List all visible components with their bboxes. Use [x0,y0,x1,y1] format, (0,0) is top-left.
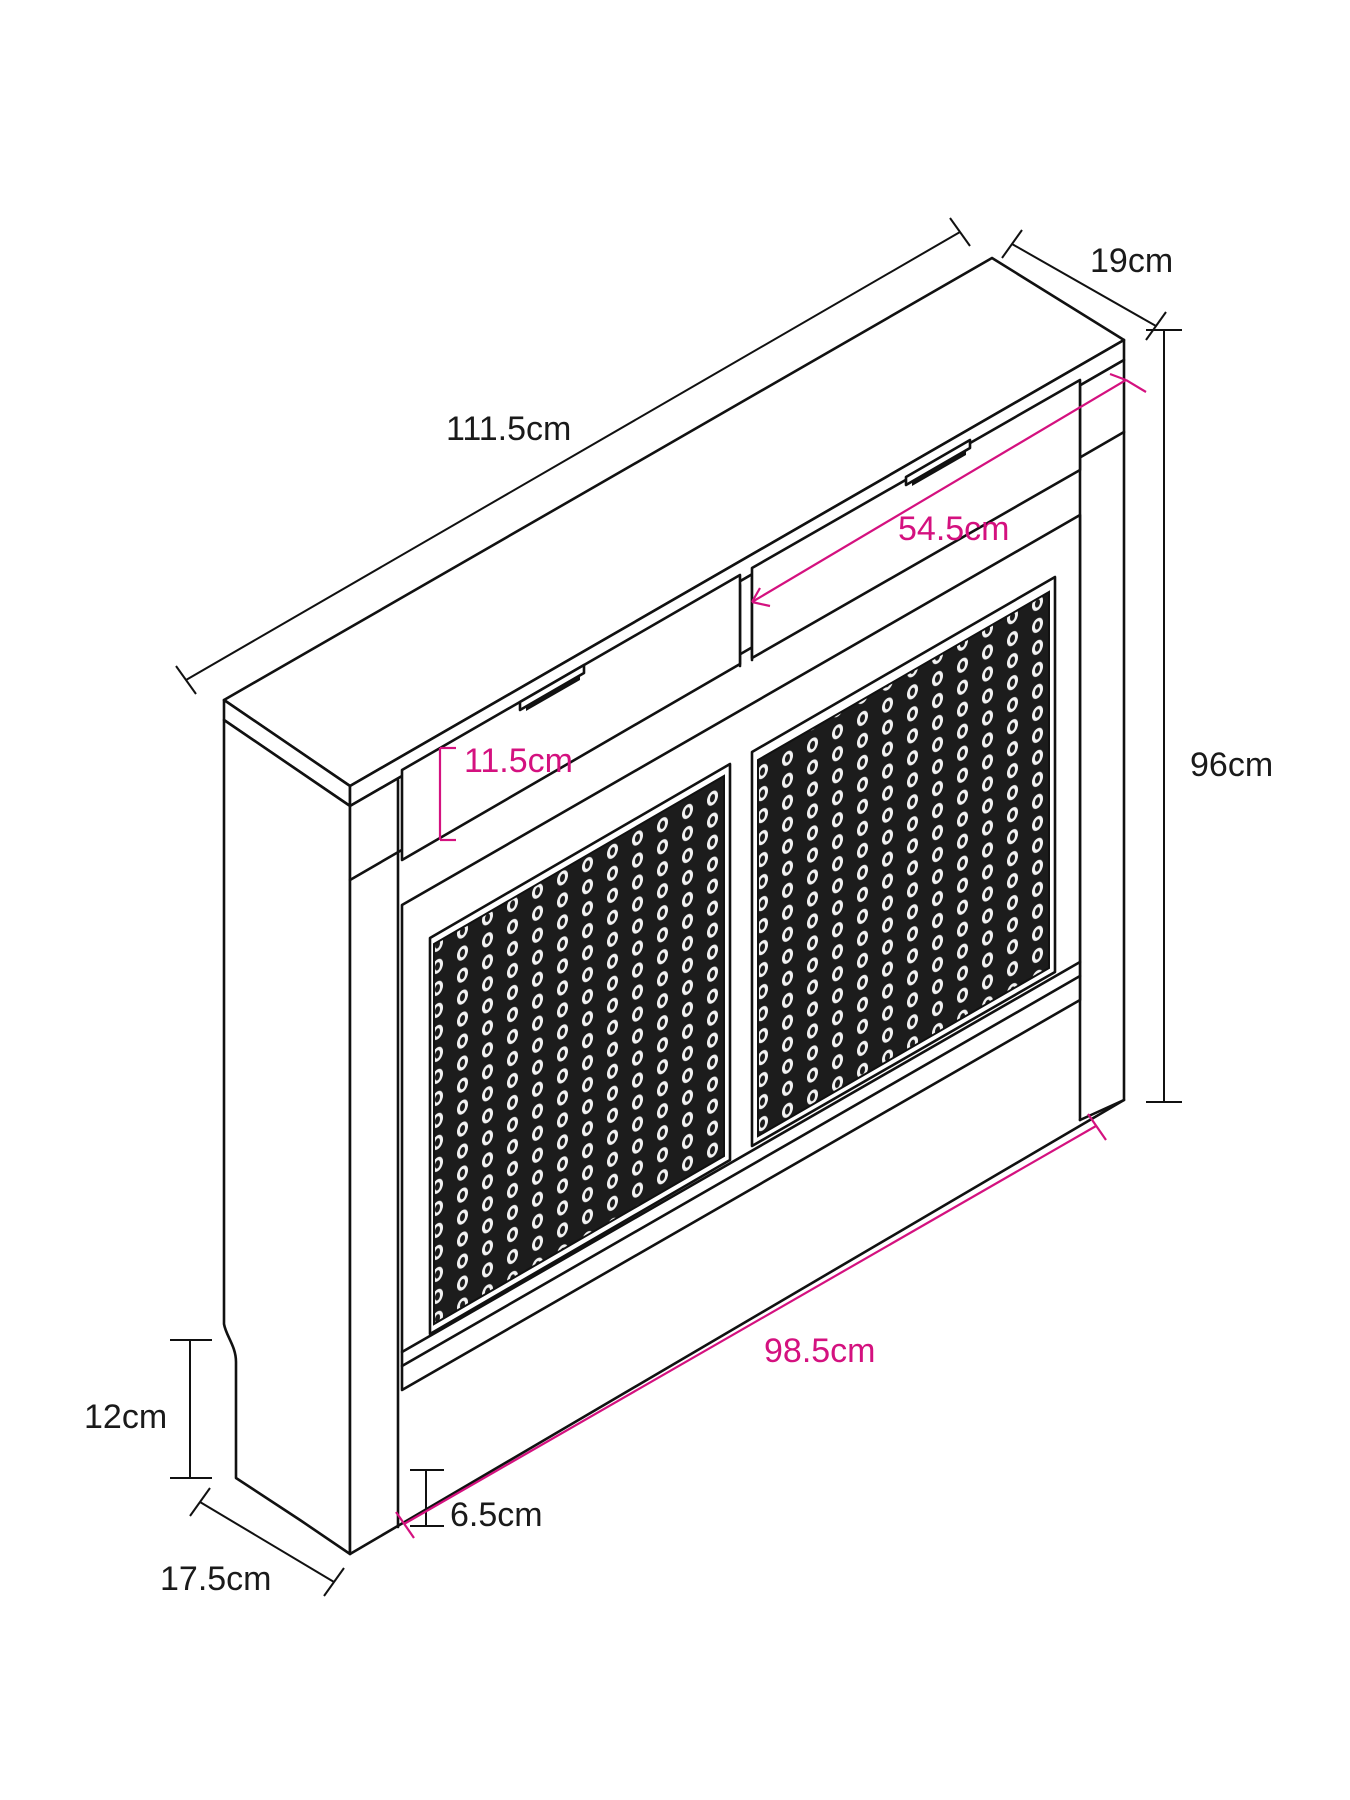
label-overall-width: 111.5cm [446,410,571,448]
handle-right-tab [912,450,966,486]
dimension-lines-black [170,217,1182,1597]
plinth-top-line-2 [400,974,1082,1368]
label-shelf-width: 54.5cm [898,510,1010,548]
label-plinth-height: 6.5cm [450,1496,543,1534]
label-overall-height: 96cm [1190,746,1273,784]
label-overall-depth: 19cm [1090,242,1173,280]
plinth-top-line [400,960,1082,1354]
grille-right [757,590,1050,1138]
cabinet [222,256,1126,1556]
label-foot-cutout-height: 12cm [84,1398,167,1436]
left-side-panel [222,718,352,1556]
dimension-lines-pink [395,372,1147,1539]
right-leg-base [1078,1098,1126,1122]
label-shelf-height: 11.5cm [464,742,573,780]
shelf-opening-left [400,573,742,862]
label-base-depth: 17.5cm [160,1560,272,1598]
handle-left-tab [526,675,580,711]
handle-right [904,438,972,487]
label-inner-width: 98.5cm [764,1332,876,1370]
handle-left [518,663,586,712]
grille-left [433,774,725,1326]
